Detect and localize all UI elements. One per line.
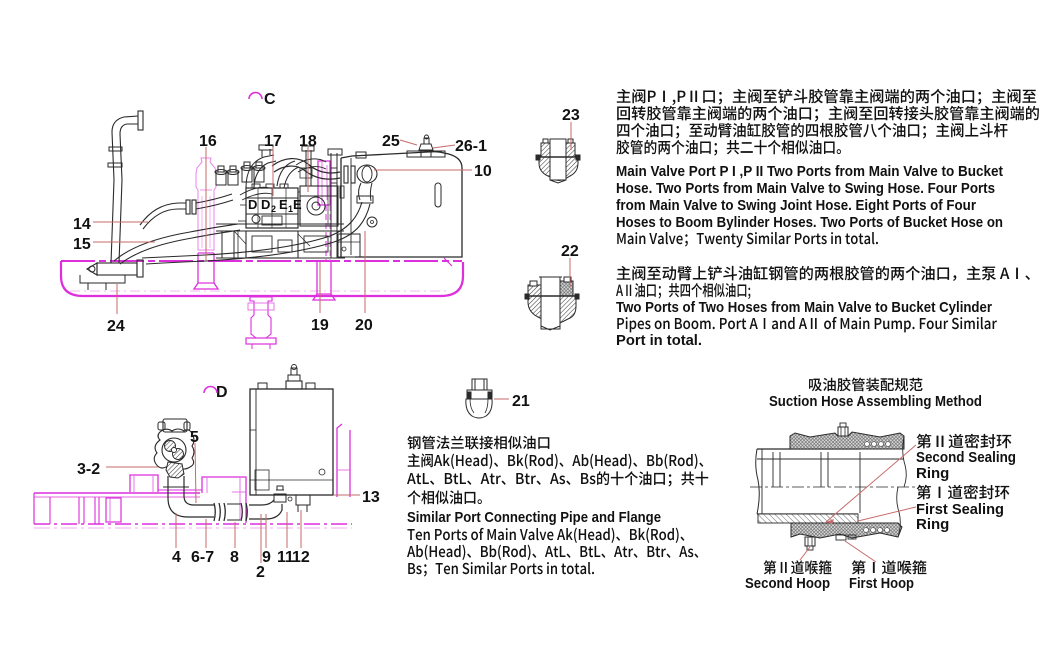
svg-text:26-1: 26-1 [455,138,487,155]
svg-text:Ring: Ring [916,516,949,533]
svg-text:16: 16 [199,133,217,150]
svg-text:13: 13 [362,489,380,506]
svg-text:Suction Hose Assembling Method: Suction Hose Assembling Method [769,394,982,410]
svg-text:15: 15 [73,236,91,253]
svg-text:14: 14 [73,216,91,233]
svg-text:E: E [293,197,302,212]
svg-text:4: 4 [172,549,181,566]
svg-text:Hoses to Boom Bylinder Hoses.: Hoses to Boom Bylinder Hoses. Two Ports … [616,214,1003,231]
svg-text:12: 12 [292,549,310,566]
svg-text:2: 2 [271,204,276,214]
svg-text:24: 24 [107,318,125,335]
svg-text:Second Hoop: Second Hoop [745,575,830,592]
svg-text:D D: D D [248,197,270,212]
svg-text:10: 10 [474,163,492,180]
svg-text:First Hoop: First Hoop [849,575,914,592]
svg-text:from Main Valve to Swing Joint: from Main Valve to Swing Joint Hose. Eig… [616,197,976,214]
svg-text:Main Valve Port P I ,P II Two: Main Valve Port P I ,P II Two Ports from… [616,163,1003,180]
svg-text:20: 20 [355,317,373,334]
svg-text:Port in total.: Port in total. [616,332,702,349]
svg-text:6-7: 6-7 [191,549,214,566]
svg-text:Hose. Two Ports from Main Valv: Hose. Two Ports from Main Valve to Swing… [616,180,995,197]
svg-text:First Sealing: First Sealing [916,501,1004,518]
svg-text:2: 2 [256,564,265,581]
svg-text:23: 23 [562,107,580,124]
svg-text:1: 1 [288,204,293,214]
svg-text:5: 5 [190,429,199,446]
svg-text:18: 18 [299,133,317,150]
svg-text:9: 9 [262,549,271,566]
svg-text:21: 21 [512,393,530,410]
svg-text:Second Sealing: Second Sealing [916,449,1016,466]
svg-text:19: 19 [311,317,329,334]
svg-text:C: C [264,91,276,108]
svg-text:D: D [216,384,228,401]
svg-text:Similar Port Connecting Pipe a: Similar Port Connecting Pipe and Flange [407,509,661,526]
svg-text:Ring: Ring [916,465,949,482]
svg-text:17: 17 [264,133,282,150]
svg-text:Two Ports of Two Hoses from Ma: Two Ports of Two Hoses from Main Valve t… [616,299,992,316]
svg-text:3-2: 3-2 [77,461,100,478]
svg-text:11: 11 [277,549,294,566]
svg-text:E: E [279,197,288,212]
svg-text:22: 22 [561,243,579,260]
svg-text:8: 8 [230,549,239,566]
svg-text:25: 25 [382,133,400,150]
